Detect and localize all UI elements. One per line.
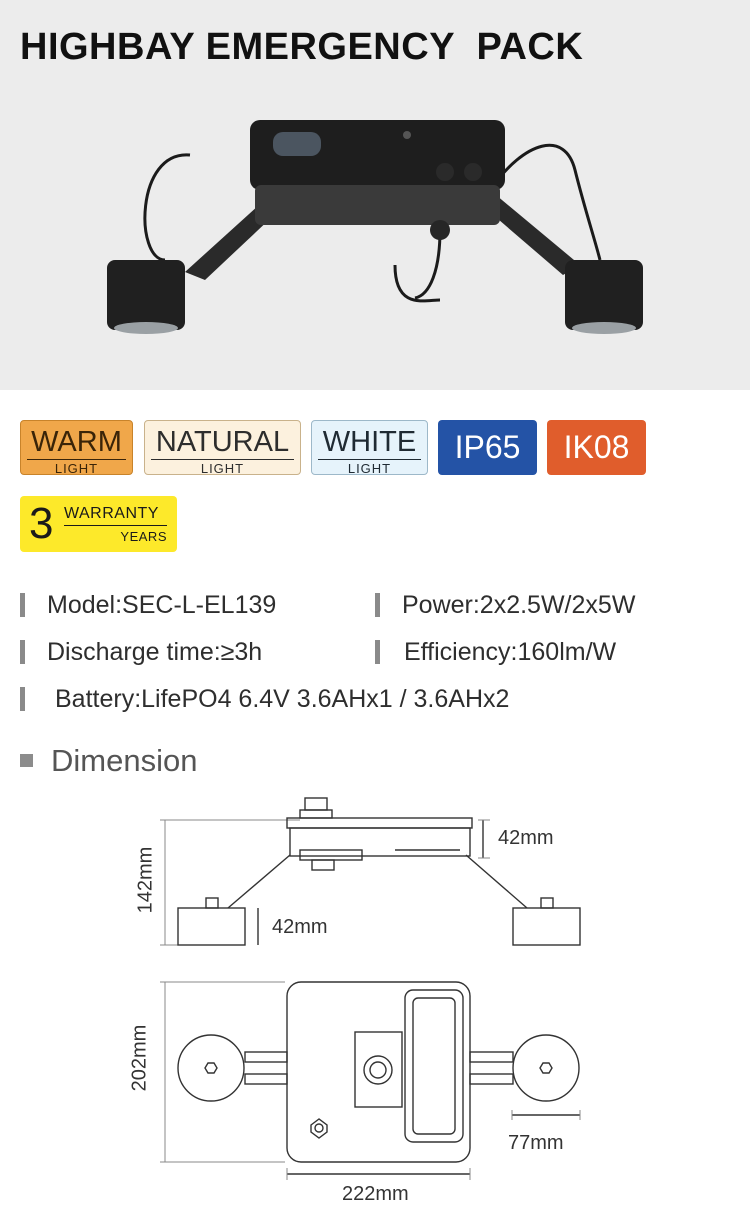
spec-text: Efficiency:160lm/W [404,638,617,666]
white-light-badge: WHITE LIGHT [311,420,428,475]
body-height-label: 42mm [498,827,554,849]
head-height-label: 42mm [272,916,328,938]
badge-sublabel: LIGHT [318,459,421,474]
warranty-badge: 3 WARRANTY YEARS [20,496,177,552]
badge-label: WARM [31,426,122,458]
depth-label: 202mm [128,1024,151,1092]
bullet-bar [375,593,380,617]
warm-light-badge: WARM LIGHT [20,420,133,475]
badge-sublabel: LIGHT [151,459,294,474]
square-bullet-icon [20,754,33,767]
bullet-bar [375,640,380,664]
product-image [107,120,643,334]
spec-text: Battery:LifePO4 6.4V 3.6AHx1 / 3.6AHx2 [55,685,510,713]
badge-label: WHITE [322,426,417,458]
ip65-badge: IP65 [438,420,537,475]
spec-text: Model:SEC-L-EL139 [47,591,277,619]
bullet-bar [20,687,25,711]
spec-text: Power:2x2.5W/2x5W [402,591,636,619]
dimension-drawing [160,797,581,1180]
ik08-badge: IK08 [547,420,646,475]
height-total-label: 142mm [134,846,157,914]
bullet-bar [20,640,25,664]
page-title: HIGHBAY EMERGENCY PACK [20,26,584,68]
badge-label: NATURAL [155,426,290,458]
hero-banner: HIGHBAY EMERGENCY PACK [0,0,750,390]
spec-text: Discharge time:≥3h [47,638,263,666]
bullet-bar [20,593,25,617]
warranty-label: WARRANTY [64,505,159,522]
badge-sublabel: LIGHT [27,459,126,474]
head-width-label: 77mm [508,1132,564,1154]
natural-light-badge: NATURAL LIGHT [144,420,301,475]
width-label: 222mm [342,1183,409,1205]
warranty-divider [64,525,167,526]
warranty-number: 3 [29,499,54,548]
warranty-years: YEARS [120,529,167,544]
